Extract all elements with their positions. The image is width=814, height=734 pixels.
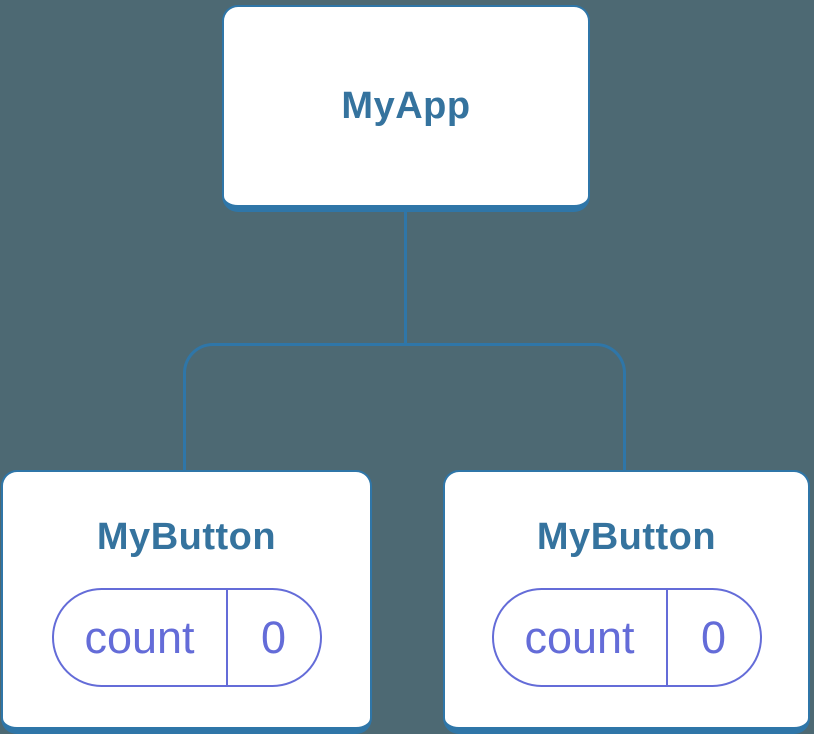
component-label: MyButton [536,516,717,558]
component-node-mybutton-right: MyButton count 0 [443,470,810,734]
component-label: MyApp [341,84,471,127]
state-pill: count 0 [51,588,322,687]
component-label: MyButton [96,516,277,558]
connector-stem [404,211,407,345]
state-value: 0 [665,590,760,685]
connector-bracket [183,343,626,470]
component-node-mybutton-left: MyButton count 0 [1,470,372,734]
state-name: count [84,611,195,663]
state-value: 0 [225,590,320,685]
state-name: count [524,611,635,663]
state-pill: count 0 [491,588,762,687]
component-node-myapp: MyApp [222,5,590,212]
